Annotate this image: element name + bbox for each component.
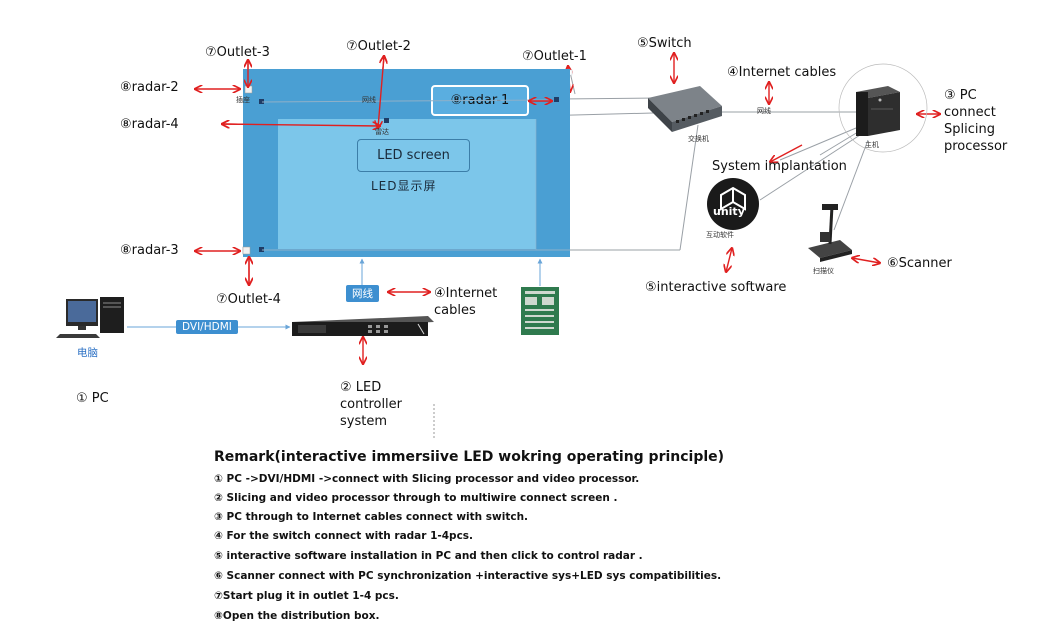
radar3-label: ⑧radar-3 xyxy=(120,243,179,258)
led-controller-line3: system xyxy=(340,414,387,429)
remark-title: Remark(interactive immersiive LED wokrin… xyxy=(214,449,725,465)
scanner-cn-label: 扫描仪 xyxy=(813,267,834,275)
wangxian-label-1: 网线 xyxy=(362,96,376,104)
scanner-device xyxy=(808,204,852,262)
internet-cables-mid-label: ④Internet cables xyxy=(434,285,497,319)
pc-label: ① PC xyxy=(76,391,109,406)
outlet1-label: ⑦Outlet-1 xyxy=(522,49,587,64)
pc-connect-line1: ③ PC xyxy=(944,88,977,103)
led-screen-label: LED screen xyxy=(357,139,470,172)
radar1-label: ⑧radar-1 xyxy=(431,85,529,116)
receiving-card xyxy=(521,287,559,335)
unity-logo xyxy=(707,178,759,230)
chazuo-cn-label: 插座 xyxy=(236,96,250,104)
radar-cn-label: 雷达 xyxy=(375,128,389,136)
wangxian-label-2: 网线 xyxy=(757,107,771,115)
remark-item-1: ① PC ->DVI/HDMI ->connect with Slicing p… xyxy=(214,473,640,485)
wangxian-tag: 网线 xyxy=(346,285,379,302)
outlet4-label: ⑦Outlet-4 xyxy=(216,292,281,307)
internet-cables-top-label: ④Internet cables xyxy=(727,65,837,80)
led-screen-cn-label: LED显示屏 xyxy=(371,179,437,193)
network-switch xyxy=(648,86,722,132)
remark-item-2: ② Slicing and video processor through to… xyxy=(214,492,618,504)
led-screen-inner xyxy=(278,119,536,249)
dvi-hdmi-tag: DVI/HDMI xyxy=(176,320,238,334)
computer-cn-label: 电脑 xyxy=(77,347,98,359)
arrow-system-implantation xyxy=(770,144,803,162)
system-implantation-label: System implantation xyxy=(712,159,847,174)
interactive-cn-label: 互动软件 xyxy=(706,231,734,239)
outlet2-label: ⑦Outlet-2 xyxy=(346,39,411,54)
host-computer xyxy=(838,63,928,153)
internet-cables-mid-line1: ④Internet xyxy=(434,286,498,301)
led-controller-line1: ② LED xyxy=(340,380,382,395)
pc-connect-label: ③ PC connect Splicing processor xyxy=(944,87,1007,155)
desktop-computer xyxy=(56,297,124,338)
remark-item-5: ⑤ interactive software installation in P… xyxy=(214,550,643,562)
remark-item-6: ⑥ Scanner connect with PC synchronizatio… xyxy=(214,570,722,582)
outlet3-label: ⑦Outlet-3 xyxy=(205,45,270,60)
scanner-label: ⑥Scanner xyxy=(887,256,952,271)
interactive-software-label: ⑤interactive software xyxy=(645,280,787,295)
switch-cn-label: 交换机 xyxy=(688,135,709,143)
pc-connect-line3: Splicing xyxy=(944,122,995,137)
remark-item-8: ⑧Open the distribution box. xyxy=(214,610,380,622)
led-controller-device xyxy=(292,316,434,336)
internet-cables-mid-line2: cables xyxy=(434,303,476,318)
remark-item-7: ⑦Start plug it in outlet 1-4 pcs. xyxy=(214,590,399,602)
led-controller-line2: controller xyxy=(340,397,403,412)
pc-connect-line2: connect xyxy=(944,105,996,120)
arrow-scanner xyxy=(852,258,880,263)
radar4-label: ⑧radar-4 xyxy=(120,117,179,132)
unity-text: unity xyxy=(713,205,745,218)
pc-connect-line4: processor xyxy=(944,139,1008,154)
arrow-interactive-software xyxy=(726,248,732,272)
host-cn-label: 主机 xyxy=(865,141,879,149)
remark-item-4: ④ For the switch connect with radar 1-4p… xyxy=(214,530,474,542)
radar2-label: ⑧radar-2 xyxy=(120,80,179,95)
switch-label: ⑤Switch xyxy=(637,36,692,51)
remark-item-3: ③ PC through to Internet cables connect … xyxy=(214,511,529,523)
led-controller-label: ② LED controller system xyxy=(340,379,402,430)
